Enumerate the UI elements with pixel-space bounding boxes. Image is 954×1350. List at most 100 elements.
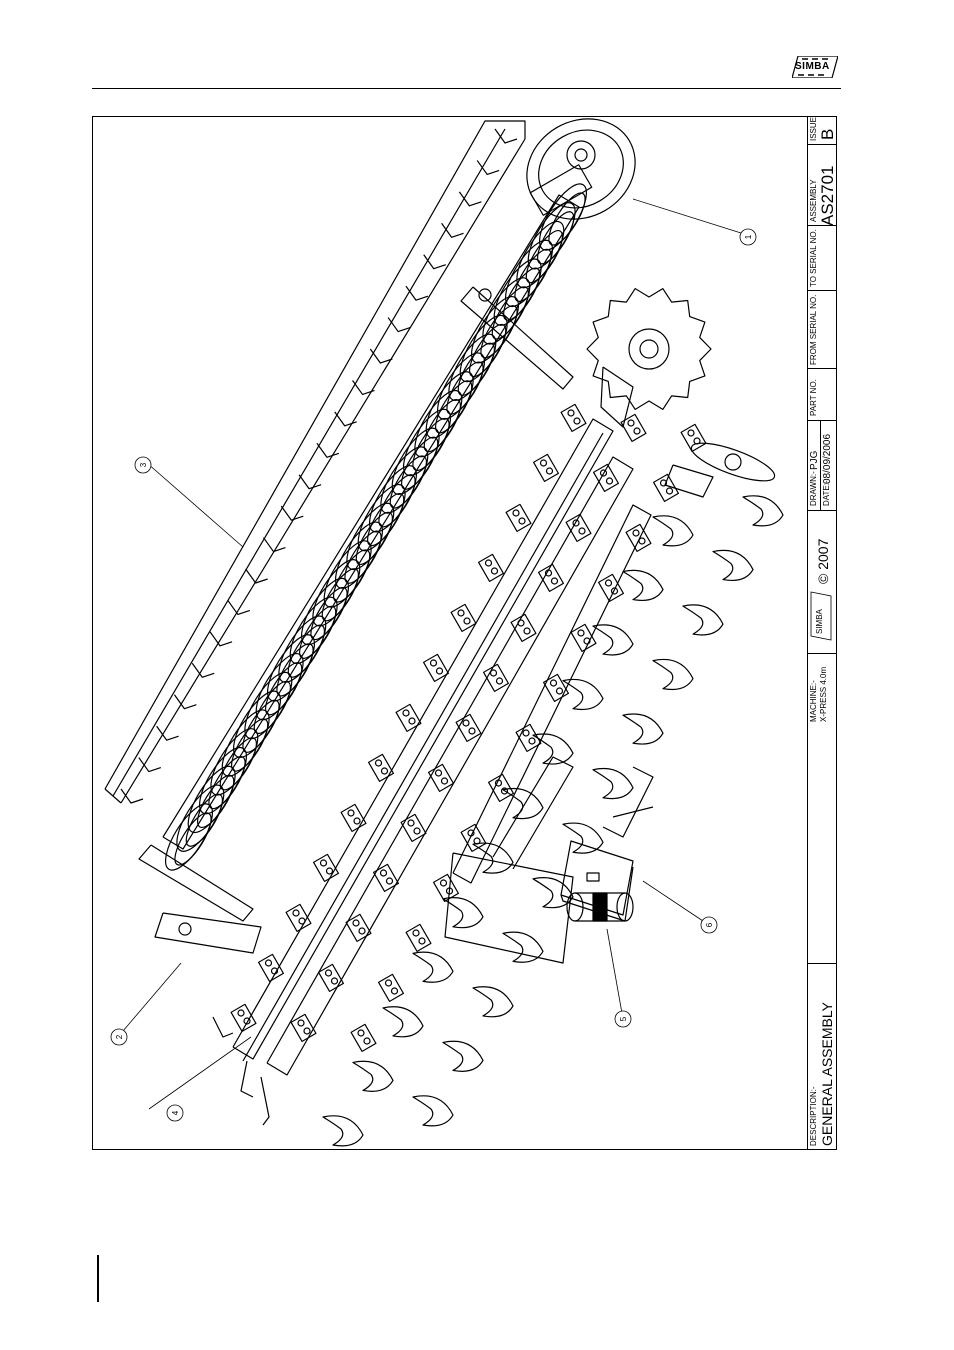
mount-bolt xyxy=(497,678,503,684)
page-side-bar xyxy=(97,1255,99,1302)
date-label: DATE:- xyxy=(823,480,831,506)
tb-divider-1 xyxy=(807,963,836,964)
tine-mount xyxy=(539,564,564,591)
tine-mount xyxy=(291,1014,316,1041)
tine-mount xyxy=(319,964,344,991)
mount-bolt xyxy=(436,770,442,776)
svg-text:2: 2 xyxy=(115,1034,124,1039)
curved-tine xyxy=(413,952,453,982)
curved-tine xyxy=(623,714,663,744)
tine-mount xyxy=(506,504,531,531)
curved-tine xyxy=(413,1096,453,1126)
machine-label: MACHINE:- xyxy=(810,680,818,722)
mount-bolt xyxy=(414,828,420,834)
svg-text:4: 4 xyxy=(171,1110,180,1115)
frame-rib xyxy=(477,160,499,174)
mount-bolt xyxy=(458,610,464,616)
callout-3: 3 xyxy=(135,457,151,473)
mount-bolt xyxy=(299,918,305,924)
tine-mount xyxy=(544,674,569,701)
mount-bolt xyxy=(413,930,419,936)
curved-tine xyxy=(323,1116,363,1146)
description-value: GENERAL ASSEMBLY xyxy=(820,1002,834,1146)
mount-bolt xyxy=(327,868,333,874)
roller-ring-inner xyxy=(429,376,478,437)
tine-mount xyxy=(511,614,536,641)
mount-bolt xyxy=(441,880,447,886)
mount-bolt xyxy=(547,468,553,474)
frame-rib xyxy=(388,318,410,332)
callout-6: 6 xyxy=(701,917,717,933)
mount-bolt xyxy=(364,1038,370,1044)
mount-bolt xyxy=(529,738,535,744)
tb-divider-5 xyxy=(807,368,836,369)
curved-tine xyxy=(443,1041,483,1071)
curved-tine xyxy=(623,570,663,600)
mount-bolt xyxy=(486,560,492,566)
mount-bolt xyxy=(392,988,398,994)
mount-bolt xyxy=(321,860,327,866)
tine-mount xyxy=(571,624,596,651)
mount-bolt xyxy=(519,518,525,524)
tine-mount xyxy=(379,974,404,1001)
logo-text: SIMBA xyxy=(795,61,830,72)
callout-1: 1 xyxy=(740,229,756,245)
tine-frame-beams xyxy=(233,419,651,1075)
frame-rib xyxy=(121,789,143,803)
mount-bolt xyxy=(551,680,557,686)
frame-rib xyxy=(459,192,481,206)
mount-bolt xyxy=(634,428,640,434)
mount-bolt xyxy=(578,630,584,636)
copyright: © 2007 xyxy=(816,539,830,584)
assembly-label: ASSEMBLY xyxy=(810,179,818,222)
mount-bolt xyxy=(408,820,414,826)
svg-text:6: 6 xyxy=(705,922,714,927)
tine-mount xyxy=(456,714,481,741)
frame-rib xyxy=(406,286,428,300)
mount-bolt xyxy=(552,578,558,584)
curved-tine xyxy=(683,605,723,635)
mount-bolt xyxy=(491,670,497,676)
curved-tine xyxy=(383,1007,423,1037)
tine-mount xyxy=(341,804,366,831)
roller-ring-inner xyxy=(373,470,422,531)
mount-bolt xyxy=(469,728,475,734)
serrated-disc xyxy=(665,436,778,497)
simba-small-text: SIMBA xyxy=(816,609,824,634)
roller-ring-inner xyxy=(248,677,297,738)
mount-bolt xyxy=(386,980,392,986)
lower-frame xyxy=(445,757,653,963)
mount-bolt xyxy=(266,960,272,966)
mount-bolt xyxy=(409,718,415,724)
callout-5: 5 xyxy=(615,1011,631,1027)
frame-rib xyxy=(299,475,321,489)
roller-ring-inner xyxy=(384,451,433,512)
curved-tine xyxy=(563,679,603,709)
roller-ring-inner xyxy=(418,395,467,456)
svg-text:3: 3 xyxy=(139,462,148,467)
mount-bolt xyxy=(442,778,448,784)
tine-mount xyxy=(484,664,509,691)
assembly-value: AS2701 xyxy=(819,166,836,227)
roller-frame-beam xyxy=(105,121,525,803)
callout-4: 4 xyxy=(167,1105,183,1121)
mount-bolt xyxy=(348,810,354,816)
frame-rib xyxy=(370,349,392,363)
tine-mount xyxy=(369,754,394,781)
mount-bolt xyxy=(606,580,612,586)
mount-bolt xyxy=(463,720,469,726)
tine-mount xyxy=(429,764,454,791)
roller-ring-inner xyxy=(452,339,501,400)
curved-tine xyxy=(653,516,693,546)
mount-bolt xyxy=(541,460,547,466)
roller-end-disc xyxy=(509,117,654,239)
mount-bolt xyxy=(437,668,443,674)
mount-bolt xyxy=(524,628,530,634)
issue-value: B xyxy=(819,129,836,140)
mount-bolt xyxy=(568,410,574,416)
curved-tine xyxy=(593,769,633,799)
mount-bolt xyxy=(579,528,585,534)
curved-tines xyxy=(323,496,783,1146)
tine-mount xyxy=(534,454,559,481)
from-serial-label: FROM SERIAL NO. xyxy=(810,295,818,365)
